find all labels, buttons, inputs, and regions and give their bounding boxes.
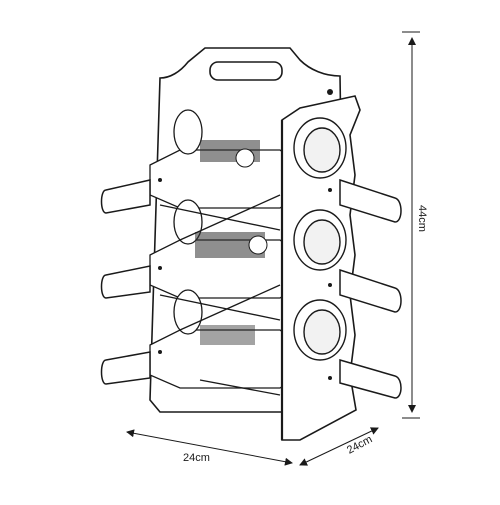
cross-braces — [159, 194, 281, 396]
width-dimension-line — [126, 429, 293, 466]
front-bottle-holes — [293, 117, 347, 361]
right-bottle-necks — [339, 178, 402, 399]
height-label: 44cm — [416, 205, 428, 232]
depth-dimension-line — [299, 427, 379, 466]
screws — [158, 89, 333, 380]
back-bottles — [149, 109, 301, 389]
width-label: 24cm — [183, 452, 210, 464]
left-bottle-necks — [100, 179, 151, 385]
bottle-labels — [195, 140, 268, 345]
handle-slot — [209, 61, 283, 81]
dimension-lines — [126, 31, 420, 466]
